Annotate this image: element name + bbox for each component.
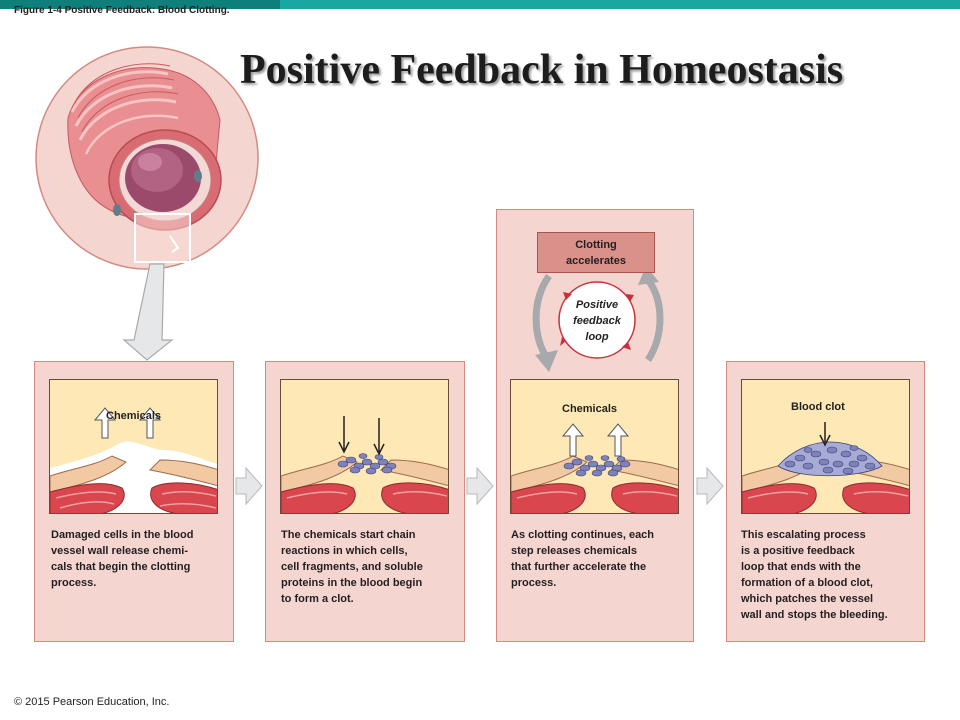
scene-clotting-continues [510,379,679,514]
caption-line: to form a clot. [281,593,354,605]
top-accent-bar-dark [0,0,280,9]
caption-line: step releases chemicals [511,545,637,557]
caption-line: vessel wall release chemi- [51,545,188,557]
loop-arrowhead-icon [563,292,572,300]
top-accent-bar [0,0,960,9]
caption-line: which patches the vessel [741,593,874,605]
caption-line: loop that ends with the [741,561,861,573]
caption-line: cell fragments, and soluble [281,561,423,573]
caption-line: cals that begin the clotting [51,561,191,573]
blood-clot-label: Blood clot [791,401,845,413]
loop-down-arrow-icon [532,273,552,362]
chemicals-label-1: Chemicals [106,410,162,422]
zoom-arrow-icon [122,263,174,361]
caption-line: As clotting continues, each [511,529,655,541]
caption-line: is a positive feedback [741,545,855,557]
zoom-selection-box [134,213,191,263]
caption-line: reactions in which cells, [281,545,408,557]
page-title: Positive Feedback in Homeostasis [240,47,844,93]
caption-line: This escalating process [741,529,866,541]
loop-line-3: loop [585,331,609,343]
blood-vessel-illustration [67,63,222,231]
caption-line: formation of a blood clot, [741,577,873,589]
loop-up-arrow-icon [645,277,664,362]
step-caption-2: The chemicals start chain reactions in w… [281,527,461,607]
feedback-loop-label: Positive feedback loop [560,297,634,345]
step-caption-3: As clotting continues, each step release… [511,527,691,591]
scene-damaged-wall [49,379,218,514]
accel-line-2: accelerates [566,254,626,267]
step-caption-4: This escalating process is a positive fe… [741,527,921,623]
loop-line-1: Positive [575,299,619,311]
caption-line: that further accelerate the [511,561,647,573]
scene-blood-clot [741,379,910,514]
step-caption-1: Damaged cells in the blood vessel wall r… [51,527,231,591]
accel-line-1: Clotting [575,238,617,251]
scene-clot-forming [280,379,449,514]
caption-line: proteins in the blood begin [281,577,423,589]
clotting-accelerates-box: Clotting accelerates [537,232,655,273]
copyright-notice: © 2015 Pearson Education, Inc. [14,696,170,708]
caption-line: wall and stops the bleeding. [741,609,888,621]
caption-line: process. [511,577,557,589]
chemicals-label-3: Chemicals [562,403,618,415]
caption-line: process. [51,577,97,589]
figure-label: Figure 1-4 Positive Feedback: Blood Clot… [14,5,230,16]
caption-line: Damaged cells in the blood [51,529,194,541]
feedback-loop-circle [558,281,636,359]
loop-line-2: feedback [573,315,621,327]
caption-line: The chemicals start chain [281,529,416,541]
step-connector-arrow-icon [235,466,724,506]
